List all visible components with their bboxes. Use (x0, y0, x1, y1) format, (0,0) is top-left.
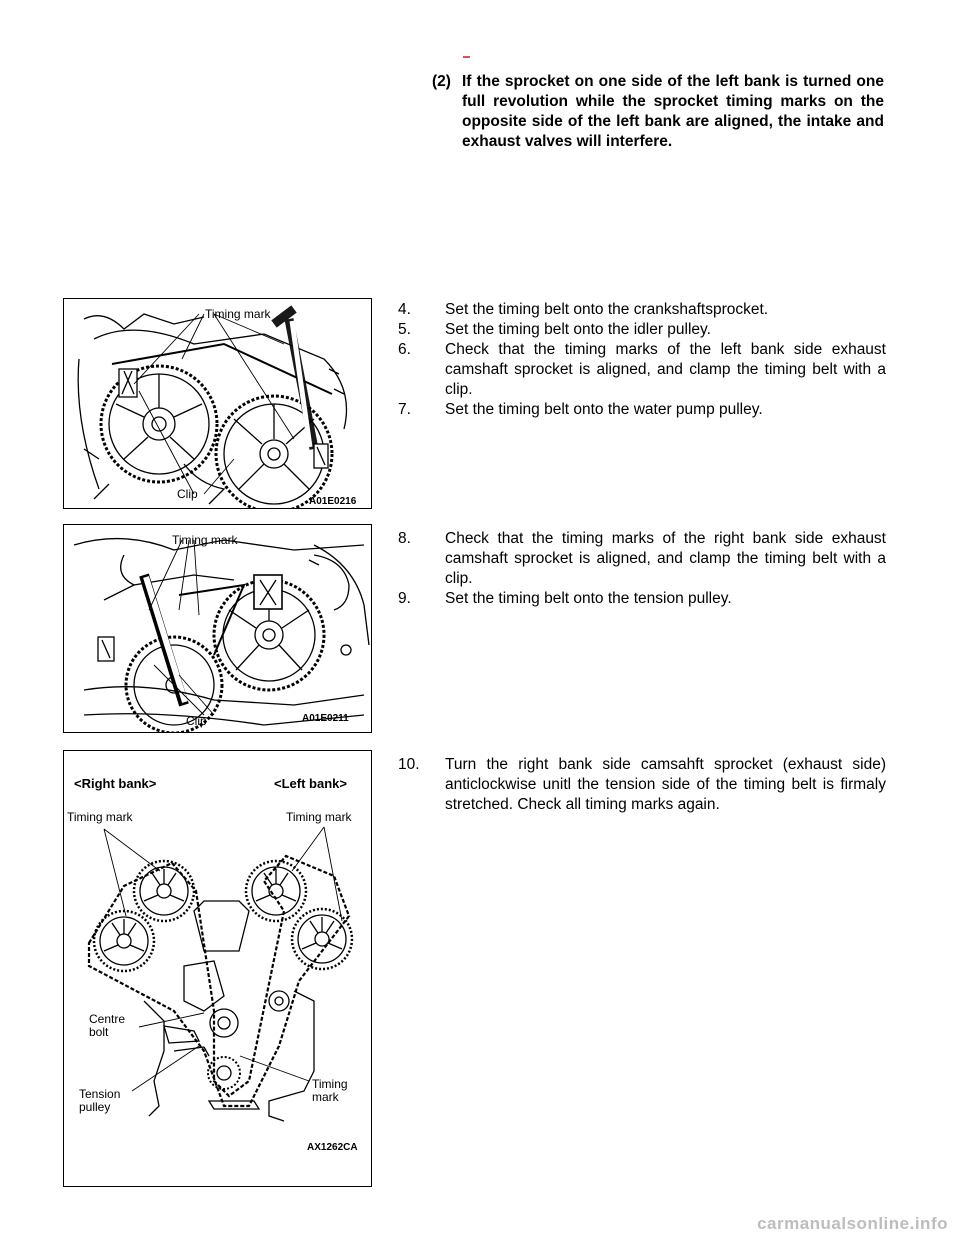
figure-right-bank-camshaft: Timing mark Clip A01E0211 (63, 524, 372, 733)
note-number: (2) (432, 73, 451, 90)
figure-left-bank-camshaft: Timing mark Clip A01E0216 (63, 298, 372, 509)
figure-timing-belt-overview: <Right bank> <Left bank> Timing mark Tim… (63, 750, 372, 1187)
label-timing-mark-right-bank: Timing mark (67, 810, 134, 824)
label-timing-mark-left-bank: Timing mark (286, 810, 353, 824)
label-timing-mark: Timing mark (205, 307, 272, 321)
figure-2-illustration: Timing mark Clip A01E0211 (73, 533, 370, 732)
steps-group-2: 8.Check that the timing marks of the rig… (398, 529, 886, 609)
step-10: 10.Turn the right bank side camsahft spr… (398, 756, 886, 813)
step-4: 4.Set the timing belt onto the crankshaf… (398, 301, 769, 318)
label-left-bank: <Left bank> (274, 776, 347, 791)
steps-group-1: 4.Set the timing belt onto the crankshaf… (398, 300, 886, 420)
label-timing-mark-crank-line1: Timing (312, 1077, 348, 1091)
watermark-footer: carmanualsonline.info (757, 1214, 948, 1233)
step-5: 5.Set the timing belt onto the idler pul… (398, 321, 711, 338)
step-7: 7.Set the timing belt onto the water pum… (398, 401, 763, 418)
step-8: 8.Check that the timing marks of the rig… (398, 530, 886, 587)
red-dash-mark (463, 56, 470, 58)
label-tension-pulley-line1: Tension (79, 1087, 120, 1101)
figure-3-illustration: <Right bank> <Left bank> Timing mark Tim… (67, 776, 358, 1153)
caution-note: (2) If the sprocket on one side of the l… (432, 72, 884, 152)
label-timing-mark-crank-line2: mark (312, 1090, 340, 1104)
label-clip: Clip (177, 487, 198, 501)
label-tension-pulley-line2: pulley (79, 1100, 110, 1114)
label-centre-bolt-line1: Centre (89, 1012, 125, 1026)
label-centre-bolt-line2: bolt (89, 1025, 109, 1039)
step-9: 9.Set the timing belt onto the tension p… (398, 590, 732, 607)
figure-1-illustration: Timing mark Clip A01E0216 (77, 305, 357, 508)
note-text: If the sprocket on one side of the left … (462, 73, 884, 150)
label-timing-mark: Timing mark (172, 533, 239, 547)
figure-code: AX1262CA (307, 1142, 358, 1153)
step-6: 6.Check that the timing marks of the lef… (398, 341, 886, 398)
label-clip: Clip (186, 714, 207, 728)
label-right-bank: <Right bank> (74, 776, 157, 791)
steps-group-3: 10.Turn the right bank side camsahft spr… (398, 755, 886, 815)
figure-code: A01E0216 (309, 496, 357, 507)
figure-code: A01E0211 (302, 713, 349, 724)
